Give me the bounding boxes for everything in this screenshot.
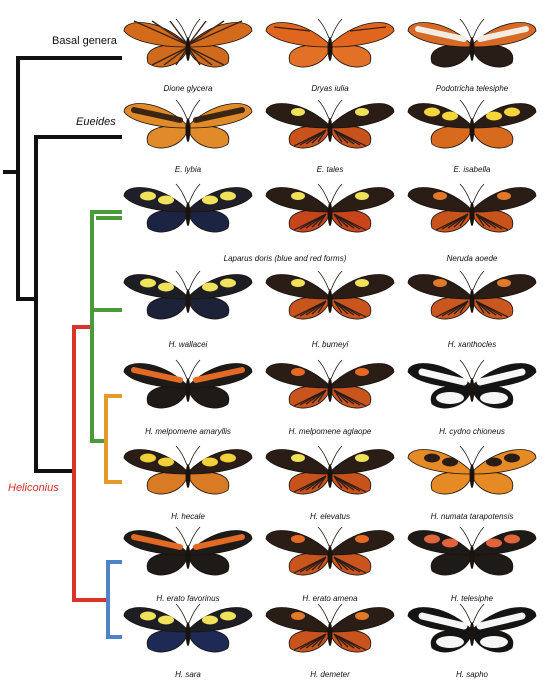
species-caption: H. burneyi xyxy=(260,340,400,349)
species-caption: H. sara xyxy=(118,670,258,679)
butterfly-h-sapho-7-2 xyxy=(408,604,536,652)
caption-laparus-doris: Laparus doris (blue and red forms) xyxy=(160,254,410,263)
butterfly-h-hecale-5-0 xyxy=(124,446,252,494)
butterfly-h-demeter-7-1 xyxy=(266,604,394,652)
butterfly-h-sara-7-0 xyxy=(124,604,252,652)
clade-label-heliconius: Heliconius xyxy=(8,483,59,494)
butterfly-dryas-iulia-0-1 xyxy=(266,19,394,67)
butterfly-h-melpomene-aglaope-4-1 xyxy=(266,360,394,408)
species-caption: E. isabella xyxy=(402,165,542,174)
species-caption: H. sapho xyxy=(402,670,542,679)
orange-branches xyxy=(106,396,120,482)
butterfly-h-wallacei-3-0 xyxy=(124,271,252,319)
butterfly-h-burneyi-3-1 xyxy=(266,271,394,319)
butterfly-h-numata-tarapotensis-5-2 xyxy=(408,446,536,494)
butterfly-dione-glycera-0-0 xyxy=(124,19,252,67)
species-caption: H. numata tarapotensis xyxy=(402,512,542,521)
butterfly-h-erato-amena-6-1 xyxy=(266,527,394,575)
species-caption: E. tales xyxy=(260,165,400,174)
species-caption: H. melpomene aglaope xyxy=(260,427,400,436)
butterfly-h-xanthocles-3-2 xyxy=(408,271,536,319)
butterfly-podotricha-telesiphe-0-2 xyxy=(408,19,536,67)
species-caption: Podotricha telesiphe xyxy=(402,84,542,93)
species-caption: H. cydno chioneus xyxy=(402,427,542,436)
species-caption: H. elevatus xyxy=(260,512,400,521)
butterfly-laparus-doris-2-0 xyxy=(124,184,252,232)
clade-label-basal-genera: Basal genera xyxy=(52,36,117,47)
species-caption: Dione glycera xyxy=(118,84,258,93)
butterfly-h-elevatus-5-1 xyxy=(266,446,394,494)
butterfly-h-cydno-chioneus-4-2 xyxy=(408,360,536,408)
species-caption: H. wallacei xyxy=(118,340,258,349)
species-caption: Dryas iulia xyxy=(260,84,400,93)
species-caption: H. telesiphe xyxy=(402,594,542,603)
butterfly-h-telesiphe-6-2 xyxy=(408,527,536,575)
clade-label-eueides: Eueides xyxy=(76,117,116,128)
species-caption: E. lybia xyxy=(118,165,258,174)
butterfly-e-tales-1-1 xyxy=(266,100,394,148)
butterfly-neruda-aoede-2-2 xyxy=(408,184,536,232)
butterfly-grid xyxy=(124,19,536,652)
butterfly-h-erato-favorinus-6-0 xyxy=(124,527,252,575)
species-caption: H. xanthocles xyxy=(402,340,542,349)
butterfly-laparus-doris-2-1 xyxy=(266,184,394,232)
species-caption: H. erato favorinus xyxy=(118,594,258,603)
butterfly-h-melpomene-amaryllis-4-0 xyxy=(124,360,252,408)
species-caption: Neruda aoede xyxy=(402,254,542,263)
species-caption: H. demeter xyxy=(260,670,400,679)
butterfly-e-isabella-1-2 xyxy=(408,100,536,148)
species-caption: H. melpomene amaryllis xyxy=(118,427,258,436)
species-caption: H. hecale xyxy=(118,512,258,521)
butterfly-e-lybia-1-0 xyxy=(124,100,252,148)
species-caption: H. erato amena xyxy=(260,594,400,603)
